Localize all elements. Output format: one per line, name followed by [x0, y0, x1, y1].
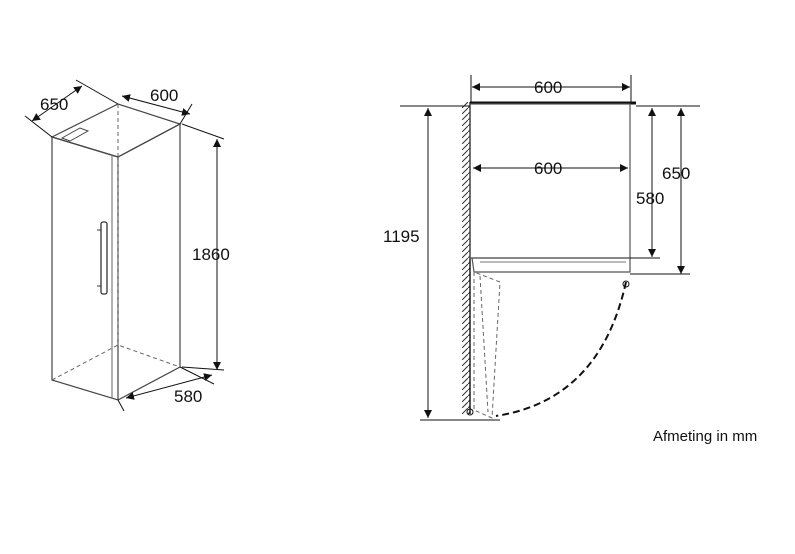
label-1195: 1195: [383, 227, 420, 246]
wall-hatch: [462, 102, 470, 414]
fridge-top-hinge: [60, 127, 90, 142]
extension-line: [181, 366, 225, 371]
fridge-side-face: [117, 123, 181, 401]
label-outer-width-600: 600: [534, 78, 562, 97]
extension-line: [181, 123, 225, 140]
label-height-1860: 1860: [192, 245, 230, 264]
extension-line: [179, 366, 215, 385]
fridge-hidden-edges: [51, 104, 181, 381]
unit-caption: Afmeting in mm: [653, 428, 758, 445]
door-hinge-marker: [466, 408, 474, 416]
left-dimension-labels: 650 600 1860 580: [40, 86, 230, 406]
fridge-front-face: [51, 136, 119, 401]
fridge-isometric-view: [50, 103, 182, 401]
right-dimension-labels: 600 600 1195 580 650: [383, 78, 690, 246]
label-width-600: 600: [150, 86, 178, 105]
label-depth-650: 650: [40, 95, 68, 114]
fridge-top-face: [50, 103, 182, 158]
fridge-top-view: [462, 101, 636, 419]
door-closed: [471, 257, 631, 273]
label-depth-580: 580: [174, 387, 202, 406]
extension-line: [24, 115, 53, 138]
dim-line-depth-650: [31, 85, 83, 122]
right-dimension-lines: [400, 75, 700, 421]
dim-line-width-600: [121, 94, 191, 116]
label-inner-width-600: 600: [534, 159, 562, 178]
cabinet-body: [469, 103, 631, 259]
door-pivot-marker: [622, 280, 630, 288]
label-650: 650: [662, 164, 690, 183]
extension-line: [179, 103, 193, 125]
dim-line-depth-580: [125, 373, 213, 400]
left-dimension-lines: [24, 79, 225, 412]
fridge-door-handle: [100, 221, 108, 295]
door-open-inner: [479, 275, 489, 413]
extension-line: [75, 79, 119, 105]
label-580: 580: [636, 189, 664, 208]
extension-line: [117, 399, 125, 412]
door-swing-arc: [495, 281, 627, 417]
door-open-outline: [473, 271, 501, 419]
